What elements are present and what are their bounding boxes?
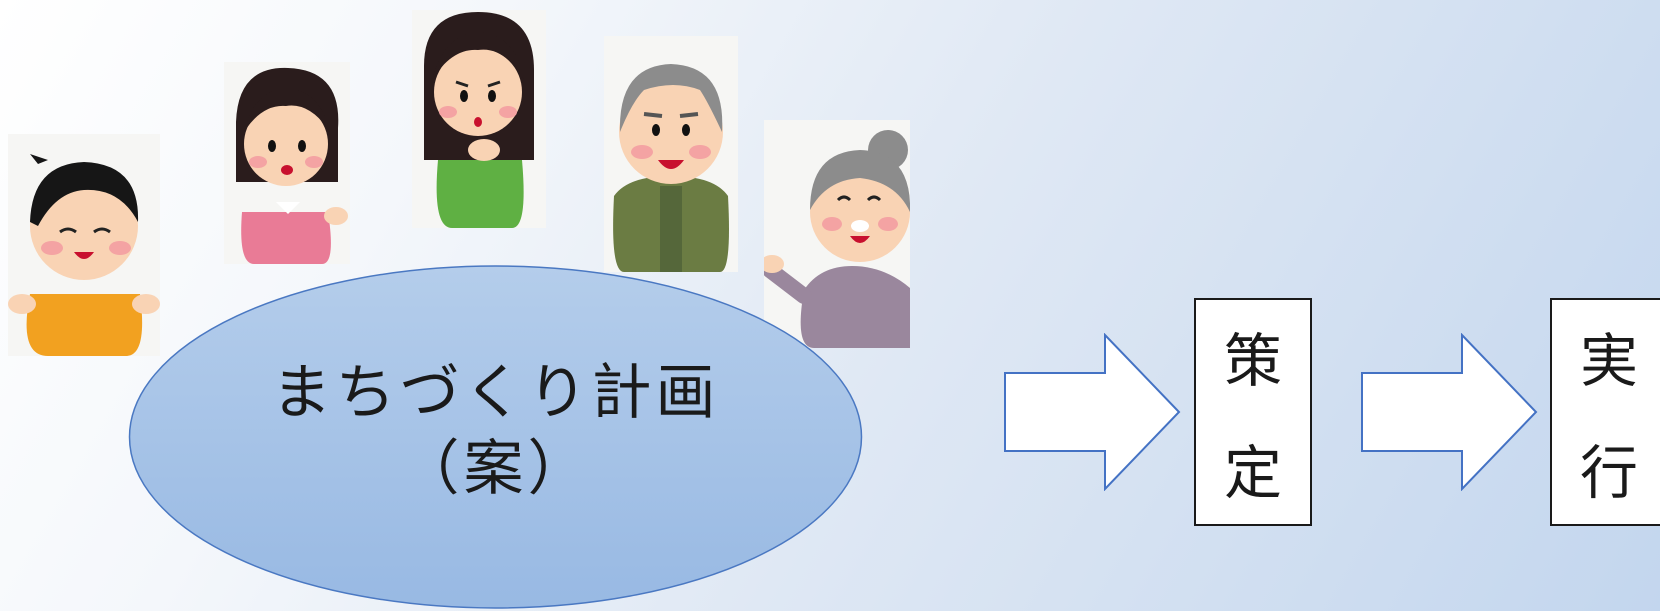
arrow-right-icon [1361,333,1538,491]
stage-char: 実 [1579,327,1638,395]
old-woman-pointing-icon [764,130,910,348]
woman-thinking-icon [424,12,534,228]
boy-shrugging-icon [8,154,160,356]
stage-box-implementation: 実 行 [1550,298,1660,526]
plan-label: まちづくり計画 （案） [128,355,863,507]
stage-char: 策 [1223,327,1282,395]
stage-char: 行 [1579,439,1638,507]
stage-char: 定 [1223,439,1282,507]
stage-box-formulation: 策 定 [1194,298,1312,526]
person-old-woman [764,120,910,348]
plan-subtitle: （案） [399,434,592,504]
plan-title: まちづくり計画 [271,358,720,428]
person-old-man [604,36,738,272]
person-woman-pink [224,62,350,264]
woman-pink-sweater-icon [236,67,348,264]
person-boy-shrugging [8,134,160,356]
plan-ellipse [128,265,863,609]
arrow-right-icon [1004,333,1181,491]
old-man-icon [613,64,729,272]
person-woman-thinking [412,10,546,228]
